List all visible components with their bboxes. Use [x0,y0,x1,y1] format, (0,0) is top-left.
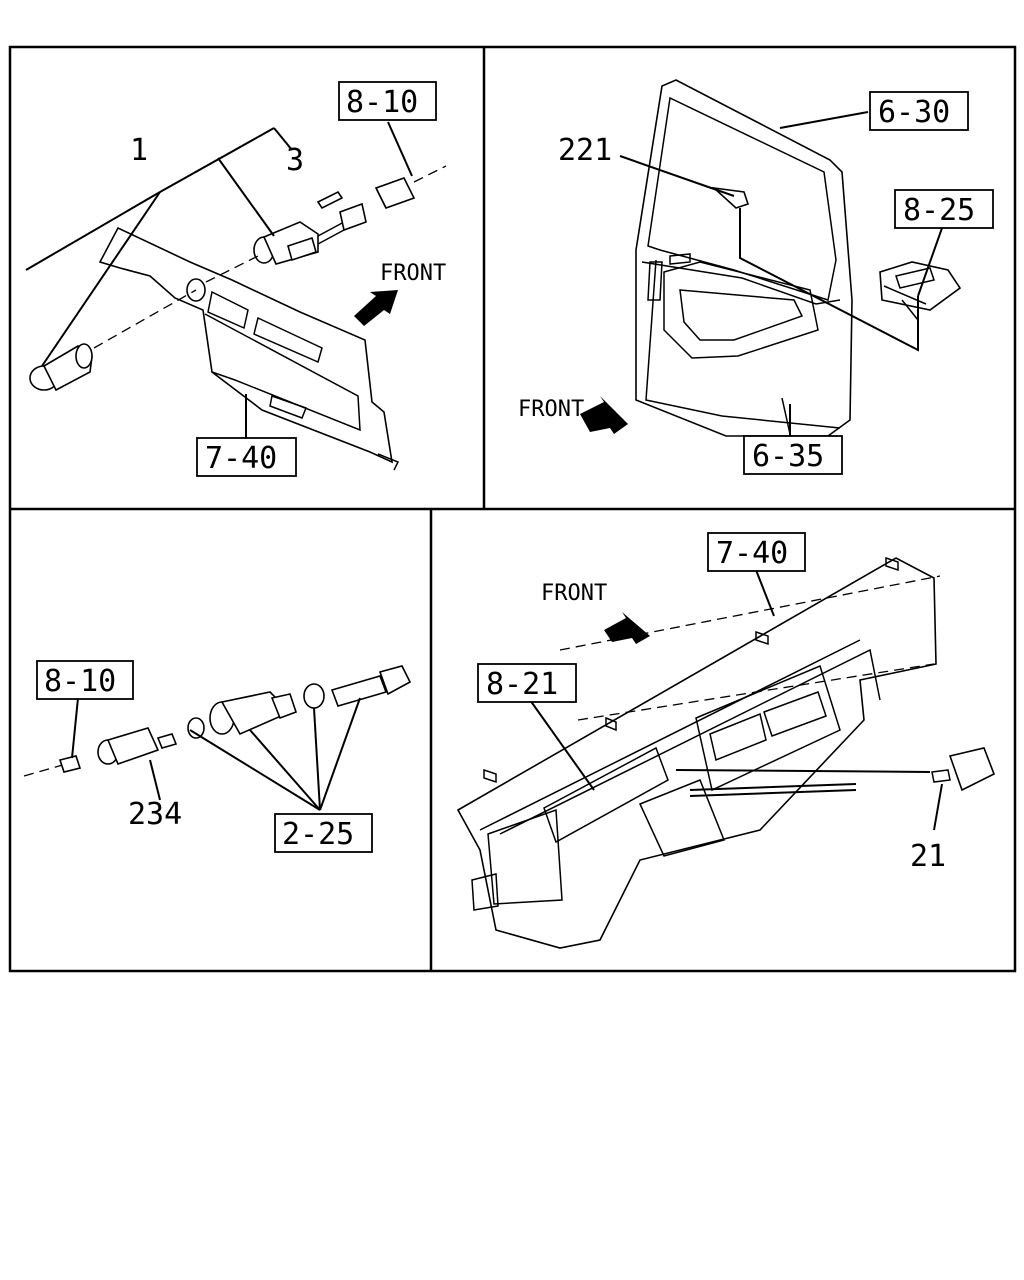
panel-top-right: FRONT 221 6-30 8-25 6-35 [518,79,994,475]
ref-box-6-35[interactable] [743,435,843,475]
front-label-top-right: FRONT [518,397,584,422]
connector-block [374,177,416,209]
instrument-panel [456,556,941,949]
ref-2-25-label: 2-25 [282,817,354,852]
panel-bottom-left: 8-10 2-25 234 [23,660,412,853]
leader-lines-top-left [25,121,447,440]
door-assembly [635,79,853,437]
leader-lines-top-right [619,111,943,436]
leader-lines-bottom-left [71,697,361,811]
callout-3: 3 [286,143,304,178]
callout-234: 234 [128,797,182,832]
ref-7-40-label: 7-40 [205,441,277,476]
power-window-switch [879,261,962,321]
ref-box-2-25[interactable] [274,813,373,853]
ref-6-35-label: 6-35 [752,439,824,474]
speed-sensor-234 [97,727,178,766]
front-arrow-bottom-right [604,612,650,644]
ref-box-6-30[interactable] [869,91,969,131]
front-arrow-top-right [580,396,628,434]
callout-21: 21 [910,839,946,874]
ref-8-25-label: 8-25 [903,193,975,228]
callout-221: 221 [558,133,612,168]
ref-8-21-label: 8-21 [486,667,558,702]
cigar-lighter-socket [253,202,367,265]
switch-21 [931,747,996,792]
harness-dashed-line [23,763,67,777]
ref-box-7-40[interactable] [196,437,297,477]
front-label-top-left: FRONT [380,261,446,286]
ref-box-7-40-bottom[interactable] [707,532,806,572]
connector-8-10 [58,755,82,773]
ref-8-10-bottom-label: 8-10 [44,664,116,699]
panel-top-left: FRONT 1 3 8-10 7-40 [25,81,447,477]
ref-box-8-10[interactable] [338,81,437,121]
pinion-gear-set [187,665,412,739]
lighter-bulb [316,190,344,210]
front-arrow-top-left [354,290,398,326]
ref-box-8-10-bottom[interactable] [36,660,134,700]
diagram-frame [8,45,1017,973]
front-label-bottom-right: FRONT [541,581,607,606]
panel-bottom-right: FRONT 7-40 8-21 21 [456,532,996,949]
ref-box-8-25[interactable] [894,189,994,229]
callout-1: 1 [130,133,148,168]
ref-8-10-label: 8-10 [346,85,418,120]
cigar-lighter-knob [29,343,93,392]
ref-box-8-21[interactable] [477,663,577,703]
leader-lines-bottom-right [529,569,943,831]
ref-6-30-label: 6-30 [878,95,950,130]
dash-trim-panel [98,226,400,471]
ref-7-40-bottom-label: 7-40 [716,536,788,571]
